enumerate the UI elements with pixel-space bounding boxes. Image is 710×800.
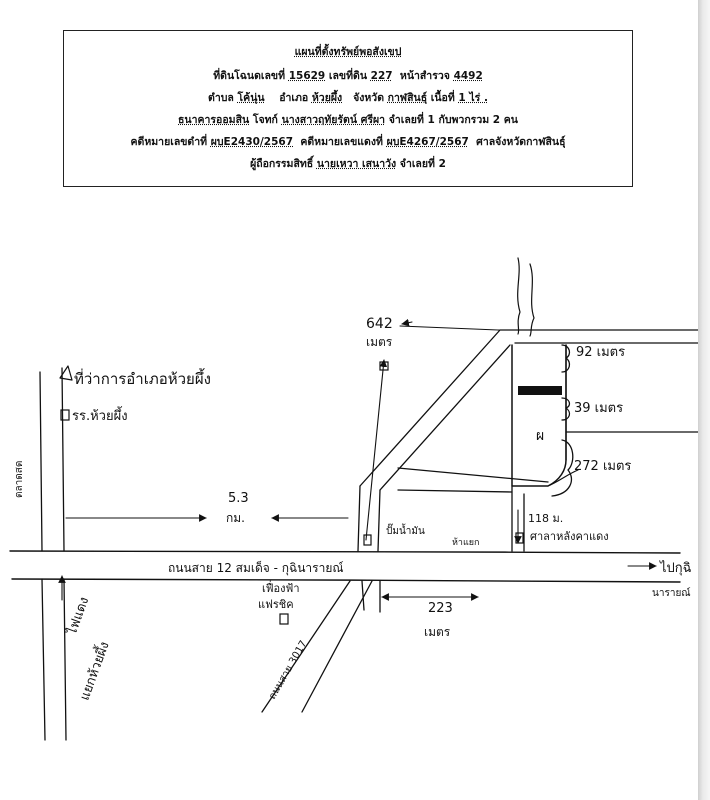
deed-label: ที่ดินโฉนดเลขที่: [213, 70, 286, 82]
title-text: แผนที่ตั้งทรัพย์พอสังเขป: [294, 46, 402, 58]
distance-118-label: 118 ม.: [528, 512, 563, 525]
distance-km-unit: กม.: [226, 511, 245, 525]
district-office-label: ที่ว่าการอำเภอห้วยผึ้ง: [74, 368, 211, 388]
roadside-buildings: [279, 532, 524, 625]
main-road-label: ถนนสาย 12 สมเด็จ - กุฉินารายณ์: [168, 560, 344, 576]
owner-suffix: จำเลยที่ 2: [399, 158, 446, 170]
court-value: ศาลจังหวัดกาฬสินธุ์: [476, 136, 566, 148]
red-case-label: คดีหมายเลขแดงที่: [300, 136, 383, 148]
school-icon: [60, 409, 70, 421]
side-92-label: 92 เมตร: [576, 345, 625, 360]
map-labels: ที่ว่าการอำเภอห้วยผึ้ง รร.ห้วยผึ้ง ตลาดส…: [14, 316, 692, 703]
distance-223-value: 223: [428, 601, 453, 616]
landmark-symbols: [59, 361, 389, 421]
black-case-label: คดีหมายเลขดำที่: [130, 136, 208, 148]
defendant-suffix: จำเลยที่ 1 กับพวกรวม 2 คน: [388, 114, 518, 126]
red-case-value: ผบE4267/2567: [386, 136, 469, 148]
province-label: จังหวัด: [353, 92, 385, 104]
left-vertical-road: [39, 367, 67, 741]
deed-number: 15629: [288, 70, 326, 82]
property-marker: ผ: [536, 428, 544, 444]
red-roof-pavilion-label: ศาลาหลังคาแดง: [530, 530, 609, 543]
to-kuchinarai-label-2: นารายณ์: [652, 587, 691, 599]
school-label: รร.ห้วยผึ้ง: [72, 406, 128, 424]
shop-label-2: แฟรชิค: [258, 598, 294, 611]
distance-642-value: 642: [366, 316, 393, 332]
road-3017-label: ถนนสาย 3017: [267, 639, 309, 702]
access-road: [357, 485, 381, 613]
header-line-cases: คดีหมายเลขดำที่ ผบE2430/2567 คดีหมายเลขแ…: [64, 133, 632, 150]
district-office-icon: [59, 365, 73, 381]
plaintiff-label: โจทก์: [252, 114, 278, 126]
market-label: ตลาดสด: [14, 461, 25, 498]
traffic-light-label: ไฟแดง: [64, 595, 93, 638]
distance-km-value: 5.3: [228, 491, 249, 506]
black-case-value: ผบE2430/2567: [210, 136, 294, 148]
gas-station-label-2: ห้าแยก: [452, 537, 480, 548]
building-bar: [518, 386, 562, 395]
creek: [517, 257, 535, 337]
boundary-brackets: [551, 344, 574, 497]
district-label: อำเภอ: [279, 92, 309, 104]
province-value: กาฬสินธุ์: [387, 92, 428, 104]
plaintiff-value: ธนาคารออมสิน: [178, 114, 250, 126]
page-edge: [698, 0, 710, 800]
distance-642-unit: เมตร: [366, 335, 393, 349]
header-line-parties: ธนาคารออมสิน โจทก์ นางสาวฤทัยรัตน์ ศรีผา…: [64, 111, 632, 128]
side-39-label: 39 เมตร: [574, 401, 623, 416]
distance-arrows: [58, 318, 691, 601]
gas-station-label: ปั๊มน้ำมัน: [386, 523, 425, 537]
header-line-deed: ที่ดินโฉนดเลขที่ 15629 เลขที่ดิน 227 หน้…: [64, 67, 632, 84]
owner-label: ผู้ถือกรรมสิทธิ์: [250, 158, 314, 170]
owner-value: นายเหวา เสนาวัง: [316, 158, 397, 170]
subdistrict-value: โค้นุ่น: [237, 92, 265, 104]
traffic-light-label-2: แยกห้วยผึ้ง: [75, 639, 113, 703]
diagonal-road: [359, 329, 698, 491]
area-value: 1 ไร่ .: [458, 92, 488, 104]
area-label: เนื้อที่: [430, 92, 455, 104]
land-no-label: เลขที่ดิน: [328, 70, 368, 82]
to-kuchinarai-label: ไปกุฉิ: [659, 560, 692, 576]
header-title: แผนที่ตั้งทรัพย์พอสังเขป: [64, 43, 632, 60]
survey-number: 4492: [453, 70, 483, 82]
header-line-owner: ผู้ถือกรรมสิทธิ์ นายเหวา เสนาวัง จำเลยที…: [64, 155, 632, 172]
survey-label: หน้าสำรวจ: [399, 70, 450, 82]
subdistrict-label: ตำบล: [208, 92, 234, 104]
road-3017: [261, 580, 373, 713]
header-line-location: ตำบล โค้นุ่น อำเภอ ห้วยผึ้ง จังหวัด กาฬส…: [64, 89, 632, 106]
signpost-icon: [379, 361, 389, 371]
defendant-value: นางสาวฤทัยรัตน์ ศรีผา: [281, 114, 386, 126]
main-road: [9, 550, 681, 583]
side-272-label: 272 เมตร: [574, 459, 631, 474]
shop-label: เฟื่องฟ้า: [262, 580, 300, 595]
distance-223-unit: เมตร: [424, 625, 451, 639]
district-value: ห้วยผึ้ง: [311, 92, 343, 104]
land-number: 227: [370, 70, 393, 82]
property-parcel: [397, 344, 698, 552]
header-box: แผนที่ตั้งทรัพย์พอสังเขป ที่ดินโฉนดเลขที…: [63, 30, 633, 187]
